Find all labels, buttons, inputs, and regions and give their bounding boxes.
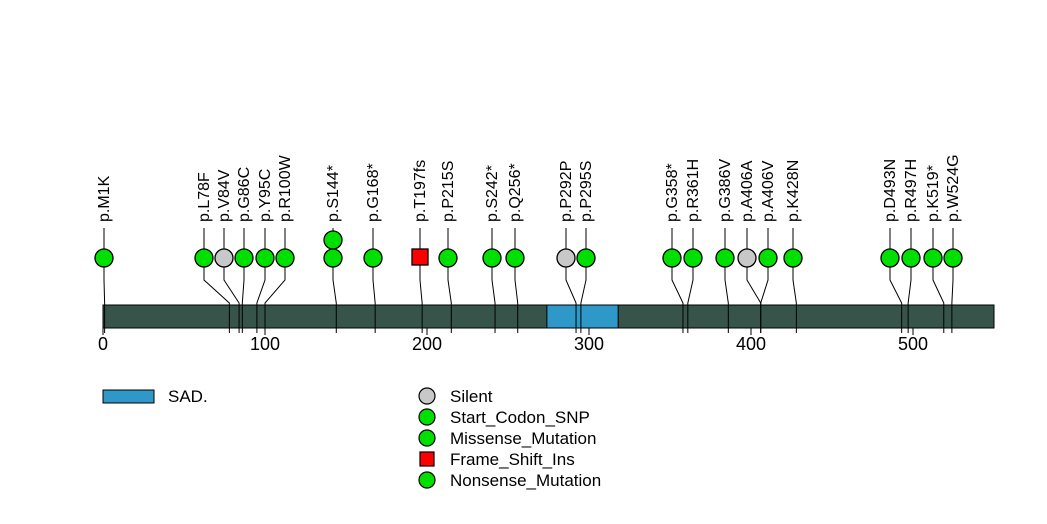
legend-marker [418, 387, 436, 405]
mutation-marker [880, 248, 900, 268]
mutation-label: p.G358* [664, 163, 681, 222]
mutation-marker [323, 230, 343, 250]
protein-domain [546, 304, 619, 329]
mutation-label: p.P295S [578, 161, 595, 222]
mutation-marker [255, 248, 275, 268]
mutation-marker [556, 248, 576, 268]
mutation-label: p.A406V [760, 160, 777, 222]
legend-marker [418, 429, 436, 447]
legend-domain-swatch [102, 389, 155, 404]
mutation-label: p.S144* [325, 165, 342, 222]
mutation-marker [94, 248, 114, 268]
legend-item-label: Frame_Shift_Ins [450, 450, 575, 469]
axis-tick-label: 300 [574, 334, 604, 354]
mutation-label: p.R497H [903, 159, 920, 222]
mutation-label: p.P292P [558, 161, 575, 222]
mutation-label: p.G386V [717, 159, 734, 222]
legend-item-label: Silent [450, 387, 493, 406]
mutation-marker [715, 248, 735, 268]
mutation-label: p.V84V [216, 169, 233, 222]
mutation-marker [323, 248, 343, 268]
mutation-label: p.G168* [365, 163, 382, 222]
mutation-marker [505, 248, 525, 268]
mutation-label: p.G86C [236, 167, 253, 222]
mutation-marker [901, 248, 921, 268]
mutation-label: p.Y95C [257, 169, 274, 222]
mutation-marker [576, 248, 596, 268]
axis-tick-label: 200 [412, 334, 442, 354]
axis-tick-label: 400 [736, 334, 766, 354]
mutation-marker [683, 248, 703, 268]
legend-marker [419, 451, 435, 467]
mutation-marker [783, 248, 803, 268]
mutation-label: p.A406A [739, 160, 756, 222]
mutation-label: p.S242* [484, 165, 501, 222]
mutation-label: p.M1K [96, 175, 113, 222]
mutation-label: p.R100W [277, 154, 294, 222]
mutation-label: p.K428N [785, 160, 802, 222]
legend-item-label: Start_Codon_SNP [450, 408, 590, 427]
mutation-marker [194, 248, 214, 268]
mutation-label: p.T197fs [412, 160, 429, 222]
legend-item-label: Nonsense_Mutation [450, 471, 601, 490]
mutation-marker [482, 248, 502, 268]
mutation-label: p.D493N [882, 159, 899, 222]
mutation-marker [737, 248, 757, 268]
legend-item-label: Missense_Mutation [450, 429, 596, 448]
mutation-marker [758, 248, 778, 268]
mutation-label: p.R361H [685, 159, 702, 222]
legend-domain-label: SAD. [168, 387, 208, 406]
mutation-marker [275, 248, 295, 268]
mutation-marker [234, 248, 254, 268]
mutation-marker [214, 248, 234, 268]
mutation-marker [438, 248, 458, 268]
mutation-marker [662, 248, 682, 268]
axis-tick-label: 0 [98, 334, 108, 354]
mutation-marker [363, 248, 383, 268]
mutation-label: p.Q256* [507, 163, 524, 222]
mutation-marker [411, 248, 429, 266]
axis-tick-label: 100 [250, 334, 280, 354]
legend-marker [418, 471, 436, 489]
mutation-marker [943, 248, 963, 268]
axis-tick-label: 500 [898, 334, 928, 354]
mutation-label: p.K519* [925, 165, 942, 222]
mutation-label: p.L78F [196, 172, 213, 222]
legend-marker [418, 408, 436, 426]
mutation-label: p.W524G [945, 154, 962, 222]
mutation-marker [923, 248, 943, 268]
mutation-label: p.P215S [440, 161, 457, 222]
